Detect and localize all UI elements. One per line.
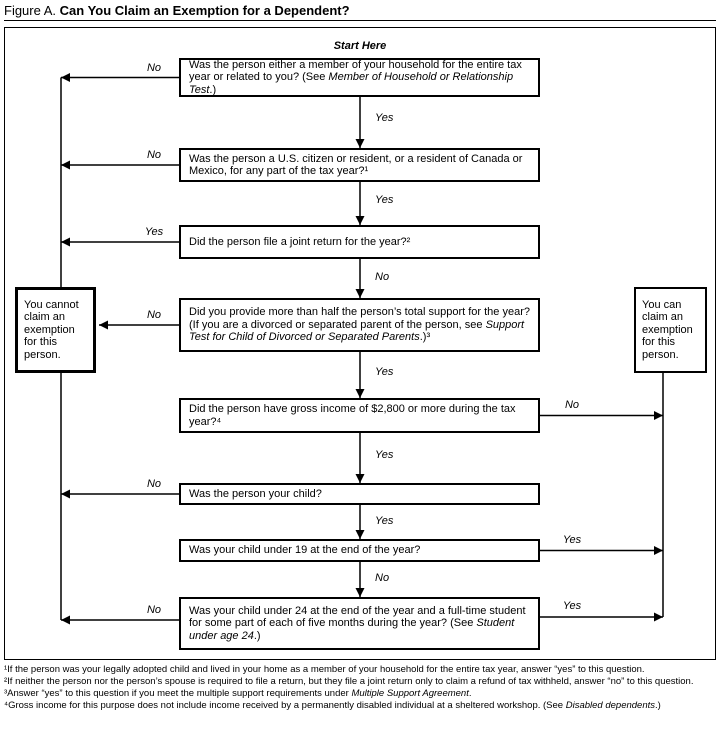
footnote-4: ⁴Gross income for this purpose does not … — [4, 700, 661, 711]
question-box-4: Did you provide more than half the perso… — [179, 298, 540, 352]
footnote-2: ²If neither the person nor the person’s … — [4, 676, 694, 687]
figure-title-prefix: Figure A. — [4, 3, 57, 18]
edge-label-no-q4: No — [146, 309, 162, 321]
start-here-label: Start Here — [333, 40, 387, 52]
question-box-7: Was your child under 19 at the end of th… — [179, 539, 540, 562]
edge-label-yes-q6q7: Yes — [375, 515, 394, 527]
edge-label-yes-q1q2: Yes — [375, 112, 394, 124]
edge-label-no-q2: No — [146, 149, 162, 161]
question-box-5: Did the person have gross income of $2,8… — [179, 398, 540, 433]
edge-label-no-q3q4: No — [375, 271, 390, 283]
result-cannot-claim-text: You cannot claim an exemption for this p… — [24, 298, 79, 361]
edge-label-yes-q5q6: Yes — [375, 449, 394, 461]
question-3-text: Did the person file a joint return for t… — [189, 235, 411, 248]
edge-label-yes-q3: Yes — [144, 226, 164, 238]
question-4-text: Did you provide more than half the perso… — [189, 306, 530, 344]
edge-label-no-q6: No — [146, 478, 162, 490]
flowchart-frame: Start Here Was the person either a membe… — [4, 27, 716, 660]
edge-label-yes-q7: Yes — [562, 534, 582, 546]
footnote-3: ³Answer “yes” to this question if you me… — [4, 688, 472, 699]
title-rule — [4, 20, 716, 21]
edge-label-yes-q2q3: Yes — [375, 194, 394, 206]
footnote-1: ¹If the person was your legally adopted … — [4, 664, 645, 675]
question-6-text: Was the person your child? — [189, 487, 322, 500]
figure-title-main: Can You Claim an Exemption for a Depende… — [59, 3, 350, 18]
question-box-3: Did the person file a joint return for t… — [179, 225, 540, 259]
edge-label-no-q8: No — [146, 604, 162, 616]
question-box-6: Was the person your child? — [179, 483, 540, 505]
edge-label-no-q5: No — [564, 399, 580, 411]
question-2-text: Was the person a U.S. citizen or residen… — [189, 152, 523, 178]
result-can-claim-box: You can claim an exemption for this pers… — [634, 287, 707, 373]
edge-label-no-q7q8: No — [375, 572, 390, 584]
result-cannot-claim-box: You cannot claim an exemption for this p… — [15, 287, 96, 373]
edge-label-yes-q8: Yes — [562, 600, 582, 612]
question-7-text: Was your child under 19 at the end of th… — [189, 544, 421, 557]
question-box-2: Was the person a U.S. citizen or residen… — [179, 148, 540, 182]
footnotes: ¹If the person was your legally adopted … — [4, 664, 716, 712]
edge-label-no-q1: No — [146, 62, 162, 74]
figure-title: Figure A. Can You Claim an Exemption for… — [4, 3, 350, 18]
question-box-8: Was your child under 24 at the end of th… — [179, 597, 540, 650]
question-5-text: Did the person have gross income of $2,8… — [189, 403, 516, 428]
question-box-1: Was the person either a member of your h… — [179, 58, 540, 97]
question-1-text: Was the person either a member of your h… — [189, 58, 522, 96]
result-can-claim-text: You can claim an exemption for this pers… — [642, 298, 693, 361]
question-8-text: Was your child under 24 at the end of th… — [189, 604, 526, 642]
edge-label-yes-q4q5: Yes — [375, 366, 394, 378]
